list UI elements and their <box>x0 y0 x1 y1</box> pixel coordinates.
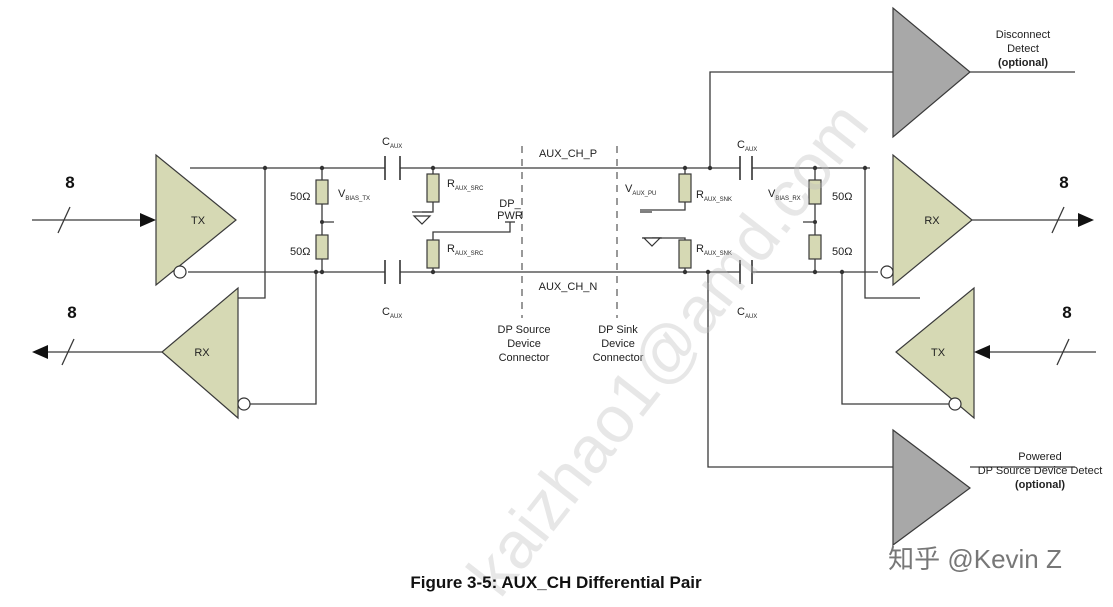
zhihu-signature: 知乎 @Kevin Z <box>888 544 1062 574</box>
r-aux-snk-label-2: RAUX_SNK <box>696 243 732 257</box>
tx-left-label: TX <box>191 215 206 227</box>
svg-text:Powered: Powered <box>1018 451 1061 463</box>
bus-arrow-right-tx <box>974 345 990 359</box>
dp-pwr-label-1: DP_ <box>499 198 521 210</box>
source-connector-label: DP Source Device Connector <box>498 324 551 364</box>
rx-right-label: RX <box>924 215 940 227</box>
tx-right-label: TX <box>931 347 946 359</box>
bus-width-left-rx: 8 <box>67 303 76 322</box>
bus-width-left-tx: 8 <box>65 173 74 192</box>
bus-arrow-left-rx <box>32 345 48 359</box>
sink-connector-label: DP Sink Device Connector <box>593 324 644 364</box>
svg-text:(optional): (optional) <box>1015 479 1065 491</box>
rx-left: RX <box>161 286 251 420</box>
r50-label-4: 50Ω <box>832 246 852 258</box>
svg-text:DP Source: DP Source <box>498 324 551 336</box>
rx-right: RX <box>880 153 973 287</box>
r-aux-src-label-2: RAUX_SRC <box>447 243 484 257</box>
svg-text:Device: Device <box>507 338 541 350</box>
r-aux-snk-label-1: RAUX_SNK <box>696 189 732 203</box>
capacitors <box>384 156 753 284</box>
powered-detect-label: Powered DP Source Device Detect (optiona… <box>978 451 1103 491</box>
svg-text:DP Source Device Detect: DP Source Device Detect <box>978 465 1103 477</box>
r50-label-2: 50Ω <box>290 246 310 258</box>
bus-width-right-rx: 8 <box>1059 173 1068 192</box>
tx-left: TX <box>155 153 237 287</box>
v-bias-tx-label: VBIAS_TX <box>338 188 370 202</box>
aux-ch-p-label: AUX_CH_P <box>539 148 597 160</box>
junctions <box>262 165 868 275</box>
svg-text:Disconnect: Disconnect <box>996 29 1050 41</box>
svg-text:(optional): (optional) <box>998 57 1048 69</box>
bus-arrow-left-tx <box>140 213 156 227</box>
svg-text:DP Sink: DP Sink <box>598 324 638 336</box>
ground-symbols <box>412 211 662 247</box>
wires <box>32 71 1096 468</box>
c-aux-label-3: CAUX <box>737 139 757 153</box>
r50-label-3: 50Ω <box>832 191 852 203</box>
svg-text:Detect: Detect <box>1007 43 1039 55</box>
dp-pwr-label-2: PWR <box>497 210 523 222</box>
c-aux-label-2: CAUX <box>382 306 402 320</box>
c-aux-label-1: CAUX <box>382 136 402 150</box>
tx-right: TX <box>895 286 975 420</box>
svg-text:Connector: Connector <box>499 352 550 364</box>
disconnect-detect-label: Disconnect Detect (optional) <box>996 29 1050 69</box>
c-aux-label-4: CAUX <box>737 306 757 320</box>
disconnect-detect-amp <box>892 6 971 139</box>
resistors <box>315 173 822 269</box>
aux-ch-n-label: AUX_CH_N <box>539 281 598 293</box>
r-aux-src-label-1: RAUX_SRC <box>447 178 484 192</box>
r50-label-1: 50Ω <box>290 191 310 203</box>
v-bias-rx-label: VBIAS_RX <box>768 188 801 202</box>
powered-detect-amp <box>892 428 972 547</box>
bus-arrow-right-rx <box>1078 213 1094 227</box>
v-aux-pu-label: VAUX_PU <box>625 183 656 197</box>
svg-text:Connector: Connector <box>593 352 644 364</box>
svg-text:Device: Device <box>601 338 635 350</box>
figure-caption: Figure 3-5: AUX_CH Differential Pair <box>410 573 702 592</box>
bus-width-right-tx: 8 <box>1062 303 1071 322</box>
rx-left-label: RX <box>194 347 210 359</box>
